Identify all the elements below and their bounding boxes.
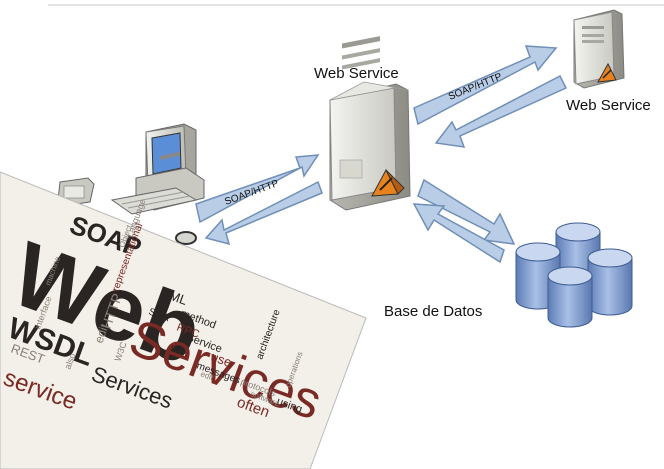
word-cloud-word: edit (199, 369, 215, 382)
node-label-web-service-center: Web Service (314, 65, 399, 82)
edge-label-service-remote: SOAP/HTTP (447, 71, 504, 103)
database-cluster (515, 222, 633, 328)
word-cloud-word: use (209, 349, 234, 370)
arrow-service-to-client (204, 180, 323, 246)
node-label-database: Base de Datos (384, 303, 482, 320)
arrow-service-to-remote (413, 45, 558, 126)
word-cloud-image: Web Services SOAP WSDL service Services … (0, 171, 367, 469)
database-cylinder (547, 266, 593, 328)
server-badge-icon (597, 62, 617, 83)
arrow-client-to-service (195, 154, 320, 224)
arrow-remote-to-service (434, 74, 568, 148)
client-computer (57, 123, 205, 245)
word-cloud-word: set (169, 342, 186, 357)
server-remote (573, 9, 625, 89)
arrow-service-to-database (417, 178, 516, 245)
server-center (329, 36, 411, 211)
database-cylinder (587, 248, 633, 316)
server-badge-icon (371, 168, 405, 197)
word-cloud-word: edit (92, 321, 112, 345)
node-label-web-service-remote: Web Service (566, 97, 651, 114)
arrow-database-to-service (412, 203, 505, 264)
